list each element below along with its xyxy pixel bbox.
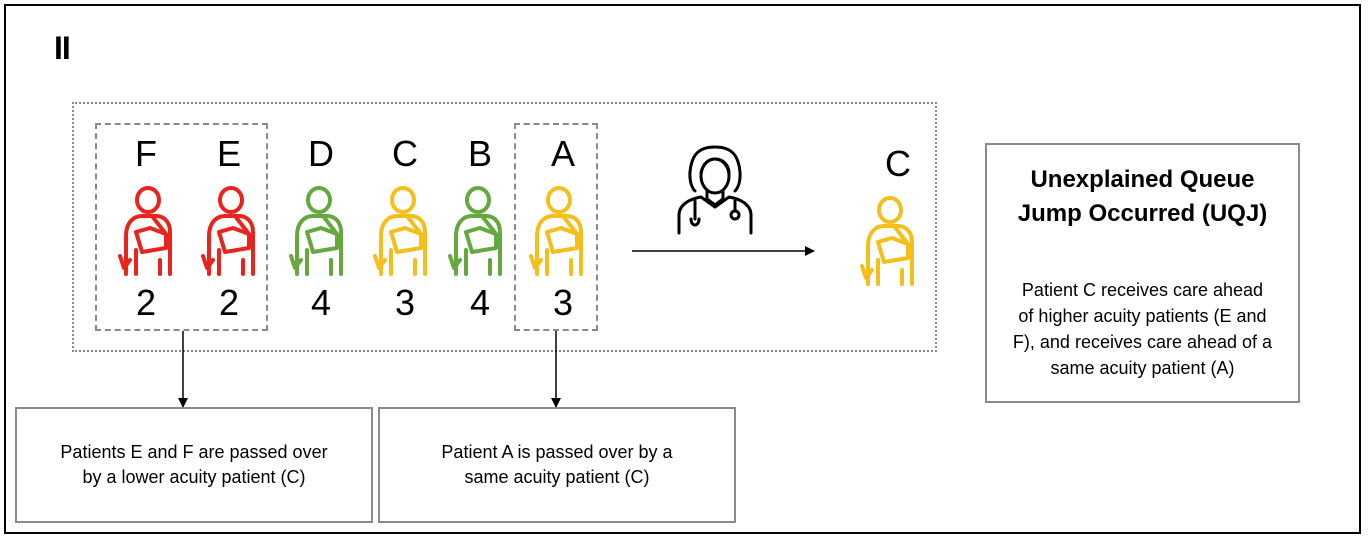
injured-patient-icon: [373, 186, 427, 276]
served-patient-letter: C: [885, 143, 911, 184]
group-a: [514, 123, 598, 331]
patient-letter-d: D: [308, 133, 334, 174]
note-mid-line1: Patient A is passed over by a: [441, 442, 673, 462]
patient-letter-b: B: [467, 133, 492, 174]
figure-frame: [4, 4, 1361, 534]
uqj-title-line2: Jump Occurred (UQJ): [1017, 200, 1268, 227]
note-left-line1: Patients E and F are passed over: [60, 442, 328, 462]
uqj-title: Unexplained Queue Jump Occurred (UQJ): [987, 163, 1298, 231]
uqj-title-line1: Unexplained Queue: [1030, 166, 1255, 193]
injured-patient-icon: [860, 196, 914, 286]
queue-container: [72, 102, 937, 352]
note-left-line2: by a lower acuity patient (C): [82, 467, 306, 487]
uqj-body-line3: F), and receives care ahead of a: [1012, 332, 1273, 352]
note-passed-over-same: Patient A is passed over by a same acuit…: [378, 407, 736, 523]
injured-patient-icon: [289, 186, 343, 276]
acuity-b: 4: [469, 282, 491, 323]
acuity-f: 2: [135, 282, 157, 323]
uqj-body-line1: Patient C receives care ahead: [1021, 280, 1264, 300]
uqj-summary-box: Unexplained Queue Jump Occurred (UQJ) Pa…: [985, 143, 1300, 403]
doctor-icon: [677, 145, 753, 235]
note-passed-over-lower: Patients E and F are passed over by a lo…: [15, 407, 373, 523]
injured-patient-icon: [448, 186, 502, 276]
patient-letter-c: C: [392, 133, 418, 174]
panel-label: II: [54, 30, 71, 66]
acuity-e: 2: [218, 282, 240, 323]
acuity-a: 3: [552, 282, 574, 323]
patient-letter-f: F: [135, 133, 157, 174]
uqj-body-line2: of higher acuity patients (E and: [1018, 306, 1267, 326]
group-e-f: [95, 123, 268, 331]
injured-patient-icon: [529, 186, 583, 276]
acuity-d: 4: [310, 282, 332, 323]
patient-letter-e: E: [216, 133, 241, 174]
injured-patient-icon: [118, 186, 172, 276]
acuity-c: 3: [394, 282, 416, 323]
patient-letter-a: A: [550, 133, 575, 174]
uqj-body-line4: same acuity patient (A): [1050, 358, 1235, 378]
injured-patient-icon: [201, 186, 255, 276]
note-mid-line2: same acuity patient (C): [464, 467, 650, 487]
uqj-description: Patient C receives care ahead of higher …: [997, 277, 1288, 381]
